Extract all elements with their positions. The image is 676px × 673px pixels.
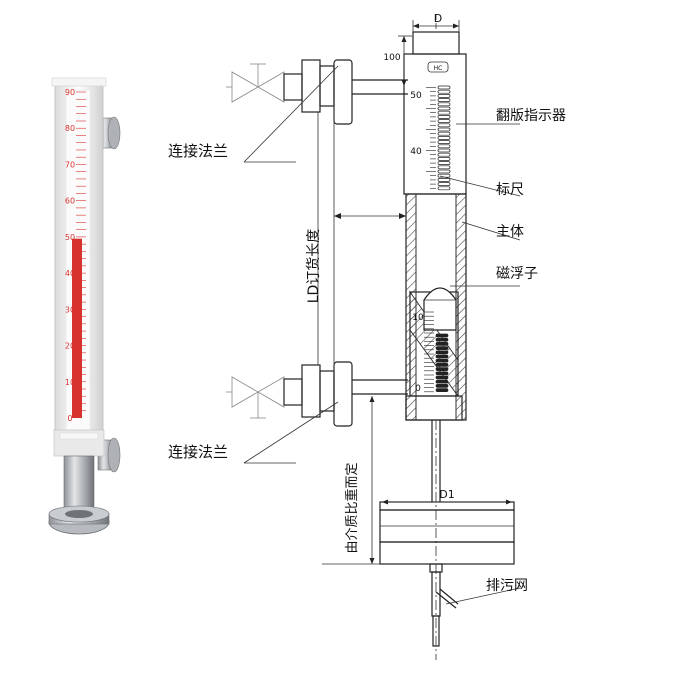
photo-tick-label: 10 (65, 378, 75, 387)
flip-plate (437, 123, 451, 128)
label-medium-density: 由介质比重而定 (344, 462, 360, 553)
flip-plate (437, 186, 451, 191)
label-indicator: 翻版指示器 (496, 108, 566, 124)
photo-tick-labels: 90 80 70 60 50 40 30 20 10 0 (65, 88, 75, 423)
flip-plate (437, 131, 451, 136)
photo-level-column (72, 238, 82, 418)
dimension-medium (322, 396, 380, 565)
float-flip-plate (435, 358, 449, 363)
technical-drawing: HC 50 40 10 0 (168, 12, 566, 660)
flip-indicator: HC 50 40 (403, 31, 467, 195)
label-scale: 标尺 (496, 182, 524, 198)
dim-d1-label: D1 (439, 488, 454, 501)
flip-plate (437, 140, 451, 144)
flip-plate (437, 98, 451, 102)
float-flip-plates (435, 333, 449, 392)
flip-plate (437, 144, 451, 149)
indicator-tick-50: 50 (410, 91, 422, 101)
flip-plates (437, 85, 451, 191)
flip-plate (437, 127, 451, 132)
float-flip-plate (435, 371, 449, 376)
label-drain: 排污网 (486, 578, 528, 594)
leader-lines (243, 65, 521, 605)
dim-100-label: 100 (383, 53, 400, 63)
magnetic-float (423, 287, 457, 331)
float-section: 10 0 (405, 287, 463, 421)
flip-plate (437, 102, 451, 107)
float-flip-plate (435, 342, 449, 346)
flip-plate (437, 89, 451, 94)
flip-plate (437, 94, 451, 98)
float-flip-plate (435, 333, 449, 338)
photo-tick-label: 0 (67, 414, 72, 423)
photo-tick-label: 90 (65, 88, 75, 97)
label-flange-top: 连接法兰 (168, 142, 228, 160)
indicator-scale-ticks (426, 87, 436, 189)
flip-plate (437, 178, 451, 182)
float-flip-plate (435, 350, 449, 355)
float-scale-ticks (424, 311, 434, 393)
photo-tick-label: 30 (65, 305, 75, 314)
flip-plate (437, 110, 451, 115)
float-tick-0: 0 (415, 384, 421, 394)
flip-plate (437, 136, 451, 140)
top-valve (226, 63, 285, 103)
top-flange (283, 59, 408, 125)
product-photo: 90 80 70 60 50 40 30 20 10 0 (48, 77, 121, 535)
bottom-flange (283, 361, 408, 427)
flip-plate (437, 119, 451, 123)
photo-tick-label: 70 (65, 160, 75, 169)
dimension-100: 100 (383, 35, 412, 86)
float-flip-plate (435, 367, 449, 371)
flip-plate (437, 115, 451, 119)
float-flip-plate (435, 388, 449, 392)
float-flip-plate (435, 354, 449, 359)
float-flip-plate (435, 346, 449, 350)
flip-plate (437, 182, 451, 186)
float-tick-10: 10 (412, 313, 424, 323)
photo-tick-label: 60 (65, 197, 75, 206)
flip-plate (437, 165, 451, 170)
photo-tick-label: 80 (65, 124, 75, 133)
photo-tick-label: 20 (65, 342, 75, 351)
photo-tick-label: 50 (65, 233, 75, 242)
float-flip-plate (435, 375, 449, 380)
float-flip-plate (435, 384, 449, 388)
dim-d-label: D (434, 12, 442, 25)
photo-tick-label: 40 (65, 269, 75, 278)
float-flip-plate (435, 379, 449, 384)
photo-minor-ticks (76, 91, 86, 412)
dimension-d: D (412, 12, 460, 32)
label-flange-bottom: 连接法兰 (168, 443, 228, 461)
flip-plate (437, 106, 451, 111)
flip-plate (437, 152, 451, 157)
indicator-tick-40: 40 (410, 147, 422, 157)
drain-valve (429, 563, 459, 647)
label-ld-length: LD订货长度 (305, 229, 322, 304)
flip-plate (437, 157, 451, 161)
flip-plate (437, 148, 451, 153)
flip-plate (437, 161, 451, 165)
dimension-d1: D1 (382, 488, 512, 505)
flip-plate (437, 85, 451, 90)
label-float: 磁浮子 (496, 266, 538, 282)
float-flip-plate (435, 363, 449, 367)
label-body: 主体 (496, 224, 524, 240)
svg-text:HC: HC (434, 65, 443, 72)
bottom-valve (226, 376, 285, 419)
flip-plate (437, 169, 451, 174)
base-flanges (379, 501, 515, 565)
float-flip-plate (435, 337, 449, 342)
photo-top-flange (99, 116, 121, 150)
